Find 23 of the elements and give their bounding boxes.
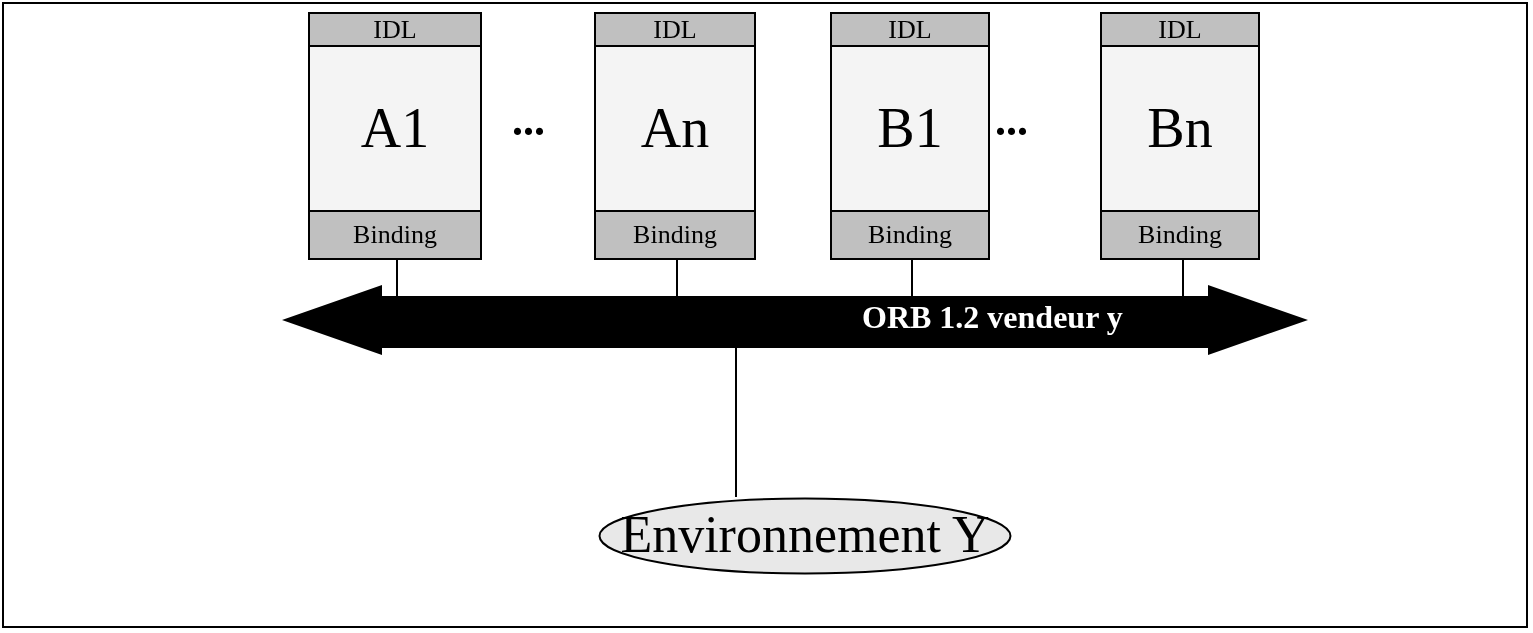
connector-line [396, 259, 398, 297]
idl-band: IDL [832, 14, 988, 45]
component-box [830, 12, 990, 260]
connector-line [676, 259, 678, 297]
connector-line [1182, 259, 1184, 297]
idl-band: IDL [1102, 14, 1258, 45]
double-arrow-bus [282, 285, 1308, 355]
idl-band: IDL [310, 14, 480, 45]
connector-line [735, 347, 737, 498]
environment-ellipse [598, 497, 1012, 575]
binding-band: Binding [832, 212, 988, 258]
component-box [308, 12, 482, 260]
node-label: Environnement Y [619, 505, 991, 564]
ellipsis-text: ... [512, 95, 545, 146]
binding-band: Binding [310, 212, 480, 258]
component-box [594, 12, 756, 260]
binding-band: Binding [596, 212, 754, 258]
bus-label: ORB 1.2 vendeur y [862, 299, 1123, 336]
connector-line [911, 259, 913, 297]
ellipsis-text: ... [995, 95, 1028, 146]
idl-band: IDL [596, 14, 754, 45]
binding-band: Binding [1102, 212, 1258, 258]
component-box [1100, 12, 1260, 260]
